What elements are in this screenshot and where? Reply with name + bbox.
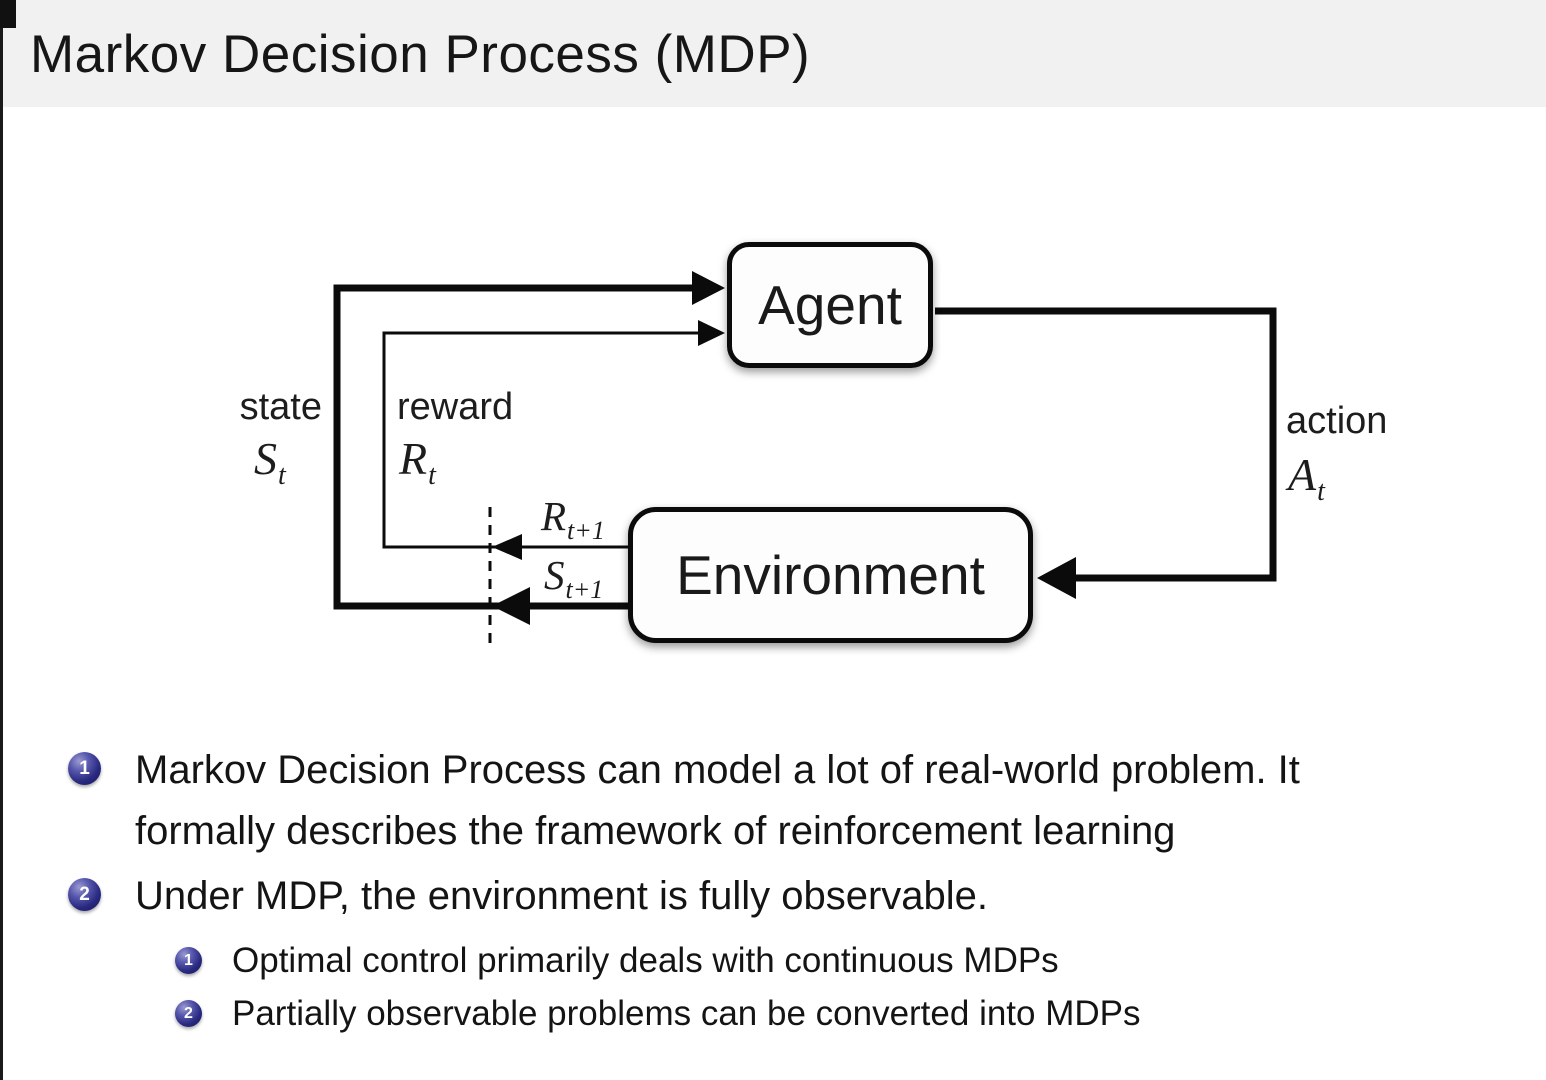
left-edge-line xyxy=(0,0,3,1080)
state-label: state xyxy=(239,386,322,428)
next-state-symbol: St+1 xyxy=(544,551,603,604)
next-state-symbol-subscript: t+1 xyxy=(565,575,604,604)
bullet-1-number-badge: 1 xyxy=(68,752,101,785)
next-reward-symbol-subscript: t+1 xyxy=(567,516,605,545)
sub-bullet-2-text: Partially observable problems can be con… xyxy=(232,994,1141,1033)
sub-bullet-1-text: Optimal control primarily deals with con… xyxy=(232,941,1059,980)
environment-label: Environment xyxy=(676,544,985,606)
sub-bullet-2-number-badge: 2 xyxy=(175,1000,202,1027)
state-symbol: St xyxy=(254,432,286,491)
reward-label: reward xyxy=(397,386,514,428)
slide-header: Markov Decision Process (MDP) xyxy=(0,0,1546,107)
state-symbol-letter: S xyxy=(254,433,277,484)
action-symbol-subscript: t xyxy=(1317,476,1325,507)
action-symbol-letter: A xyxy=(1288,449,1317,500)
state-symbol-subscript: t xyxy=(278,460,286,491)
next-reward-arrowhead-icon xyxy=(492,534,522,560)
action-symbol: At xyxy=(1288,448,1325,507)
reward-symbol: Rt xyxy=(399,432,436,491)
action-label: action xyxy=(1286,400,1388,442)
bullet-1-line-2: formally describes the framework of rein… xyxy=(135,809,1176,853)
page-title: Markov Decision Process (MDP) xyxy=(30,25,811,84)
next-state-symbol-letter: S xyxy=(544,552,565,598)
bullet-2-line-1: Under MDP, the environment is fully obse… xyxy=(135,874,989,918)
bullet-1-line-1: Markov Decision Process can model a lot … xyxy=(135,748,1300,792)
sub-bullet-1-number-badge: 1 xyxy=(175,947,202,974)
reward-symbol-letter: R xyxy=(399,433,428,484)
agent-box: Agent xyxy=(727,242,933,368)
agent-label: Agent xyxy=(758,274,902,336)
environment-box: Environment xyxy=(628,507,1033,643)
state-arrowhead-into-agent-icon xyxy=(692,271,725,305)
bullet-2-number-badge: 2 xyxy=(68,878,101,911)
next-state-arrowhead-icon xyxy=(492,587,530,625)
next-reward-symbol: Rt+1 xyxy=(541,492,605,545)
reward-arrowhead-into-agent-icon xyxy=(698,320,725,346)
top-left-corner-mark xyxy=(0,0,16,28)
next-reward-symbol-letter: R xyxy=(541,493,567,539)
action-arrowhead-into-environment-icon xyxy=(1037,557,1076,599)
reward-symbol-subscript: t xyxy=(428,460,436,491)
